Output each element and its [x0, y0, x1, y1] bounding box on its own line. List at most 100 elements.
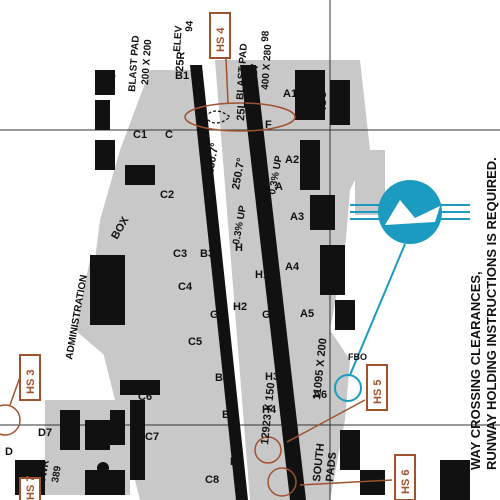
elev-east-value: 98 — [260, 30, 272, 42]
taxiway-label-f: F — [265, 119, 272, 131]
hotspot-hs4[interactable]: HS 4 — [209, 12, 231, 59]
hotspot-3-leader — [9, 376, 21, 406]
runway-25r-id: 25R — [174, 51, 187, 72]
south-label: SOUTH — [311, 443, 327, 483]
hotspot-box — [366, 364, 388, 411]
taxiway-label-h3: H3 — [265, 371, 279, 383]
hotspot-label: HS 3 — [25, 370, 37, 394]
taxiway-label-a3: A3 — [290, 211, 304, 223]
building — [320, 245, 345, 295]
taxiway-label-c2: C2 — [160, 189, 174, 201]
taxiway-label-b4: B4 — [215, 372, 230, 384]
taxiway-label-h: H — [235, 242, 243, 254]
building — [85, 420, 110, 450]
notice-line-2: WAY CROSSING CLEARANCES, — [468, 271, 483, 470]
building — [90, 255, 125, 325]
building — [85, 470, 125, 495]
building — [95, 100, 110, 130]
taxiway-label-a2: A2 — [285, 154, 299, 166]
notice-line-1: RUNWAY HOLDING INSTRUCTIONS IS REQUIRED. — [484, 157, 499, 470]
hotspot-box — [19, 477, 41, 500]
taxiway-label-b6: B6 — [230, 456, 244, 468]
taxiway-label-g-east: G — [262, 309, 271, 321]
taxiway-label-c1: C1 — [133, 129, 147, 141]
hotspot-hs7[interactable]: HS 7 — [19, 476, 41, 500]
hotspot-circle[interactable] — [254, 436, 282, 464]
building — [110, 410, 125, 445]
taxiway-label-c8: C8 — [205, 474, 219, 486]
pads-label: PADS — [324, 451, 339, 482]
hotspot-5-leader — [286, 399, 366, 443]
hotspot-label: HS 4 — [215, 27, 227, 52]
dashed-airplane-icon — [204, 110, 231, 124]
building — [440, 460, 470, 500]
taxiway-label-d: D — [5, 446, 13, 458]
elev-east-label: ELEV — [248, 63, 261, 90]
hotspot-3-circle[interactable] — [0, 404, 21, 436]
elev-west-label: ELEV — [172, 25, 185, 52]
building — [125, 165, 155, 185]
runway-25r[interactable] — [190, 65, 248, 500]
building — [130, 400, 145, 480]
taxiway-label-g: G — [210, 309, 219, 321]
taxiway-label-a4: A4 — [285, 261, 300, 273]
taxiway-label-h2: H2 — [233, 301, 247, 313]
blast-pad-west-size: 200 X 200 — [140, 39, 154, 86]
blast-pad-west-label: BLAST PAD — [127, 35, 142, 92]
twr-elev-label: 389 — [50, 465, 64, 484]
taxiway-label-d7: D7 — [38, 427, 52, 439]
building — [340, 430, 360, 470]
taxiway-label-c: C — [165, 129, 173, 141]
taxiway-label-a: A — [275, 181, 283, 193]
runway-25l-heading: 250.7° — [230, 157, 247, 191]
hotspot-box — [19, 354, 41, 401]
hotspot-label: HS 7 — [25, 476, 37, 500]
taxiway-label-h1: H1 — [255, 269, 269, 281]
hotspot-6-leader — [299, 479, 393, 486]
icc-label: ICC — [317, 91, 329, 110]
taxiway-label-b1: B1 — [175, 70, 189, 82]
building — [310, 195, 335, 230]
building — [95, 70, 115, 95]
building — [300, 140, 320, 190]
taxiway-label-a6: A6 — [313, 389, 327, 401]
hotspot-circle[interactable] — [267, 467, 297, 497]
building — [335, 300, 355, 330]
building — [295, 70, 325, 120]
building — [95, 140, 115, 170]
tower-icon — [97, 462, 109, 474]
taxiway-label-b: B — [108, 69, 116, 81]
taxiway-label-c4: C4 — [178, 281, 193, 293]
runway-25l[interactable] — [240, 65, 306, 500]
admin-apron — [120, 225, 175, 350]
taxiway-label-a1: A1 — [283, 88, 297, 100]
taxiway-label-h4: H4 — [262, 404, 277, 416]
hotspot-box — [394, 454, 416, 500]
building — [120, 380, 160, 395]
hotspot-label: HS 6 — [400, 470, 412, 494]
building — [330, 80, 350, 125]
runway-25r-heading: 250.7° — [204, 142, 221, 176]
runway-25l-id: 25L — [235, 101, 248, 121]
taxiway-label-c3: C3 — [173, 248, 187, 260]
buildings — [15, 70, 470, 500]
taxiway-label-a5: A5 — [300, 308, 314, 320]
taxiway-label-c6: C6 — [138, 391, 152, 403]
building — [60, 410, 80, 450]
taxiway-label-b5: B5 — [222, 409, 236, 421]
hotspot-hs5[interactable]: HS 5 — [366, 364, 388, 411]
taxiway-label-b3: B3 — [200, 248, 214, 260]
hotspot-hs3[interactable]: HS 3 — [19, 354, 41, 401]
hotspot-label: HS 5 — [372, 380, 384, 404]
taxiway-label-c5: C5 — [188, 336, 202, 348]
elev-west-value: 94 — [184, 20, 196, 32]
blast-pad-east-label: BLAST PAD — [235, 43, 250, 100]
hotspot-4-circle[interactable] — [184, 102, 296, 132]
arrival-alert-icon[interactable] — [334, 180, 470, 402]
building — [360, 470, 385, 495]
hotspot-hs6[interactable]: HS 6 — [394, 454, 416, 500]
taxiway-label-c7: C7 — [145, 431, 159, 443]
fbo-label: FBO — [348, 352, 367, 362]
